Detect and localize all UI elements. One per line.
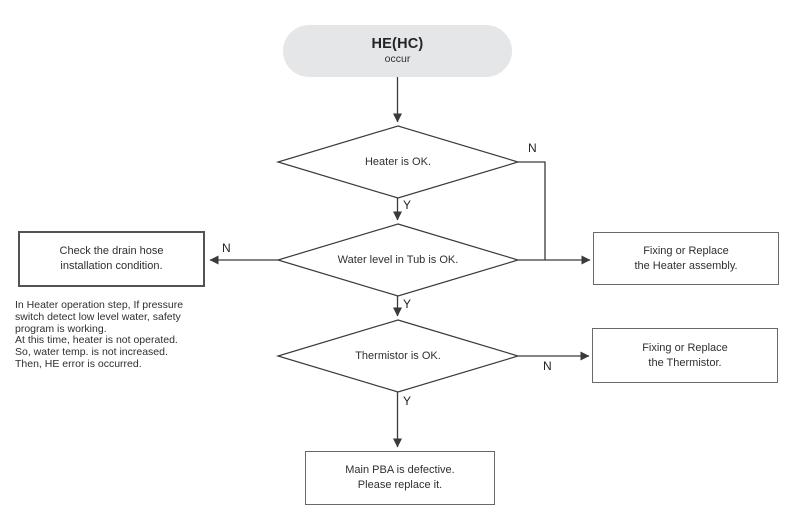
start-title: HE(HC) — [371, 35, 424, 52]
action-check-drain-hose-label: Check the drain hose installation condit… — [59, 245, 164, 272]
decision-heater-label: Heater is OK. — [364, 156, 432, 168]
note-heater-operation: In Heater operation step, If pressure sw… — [15, 299, 184, 370]
action-fix-thermistor: Fixing or Replace the Thermistor. — [592, 328, 778, 383]
label-yes-water: Y — [403, 297, 412, 311]
action-fix-heater-assembly-label: Fixing or Replace the Heater assembly. — [634, 244, 738, 272]
action-replace-main-pba-label: Main PBA is defective. Please replace it… — [345, 464, 455, 491]
decision-water-level: Water level in Tub is OK. — [278, 224, 518, 296]
decision-thermistor: Thermistor is OK. — [278, 320, 518, 392]
action-fix-thermistor-label: Fixing or Replace the Thermistor. — [642, 341, 728, 369]
action-check-drain-hose: Check the drain hose installation condit… — [18, 231, 205, 287]
action-fix-heater-assembly: Fixing or Replace the Heater assembly. — [593, 232, 779, 285]
decision-thermistor-label: Thermistor is OK. — [355, 350, 441, 362]
label-no-heater: N — [528, 141, 537, 155]
action-replace-main-pba: Main PBA is defective. Please replace it… — [305, 451, 495, 505]
label-no-thermistor: N — [543, 359, 552, 373]
start-node-shape — [283, 25, 512, 77]
start-subtitle: occur — [384, 52, 411, 65]
label-yes-thermistor: Y — [403, 394, 412, 408]
edge-heater-no — [518, 161, 546, 260]
decision-water-level-label: Water level in Tub is OK. — [337, 254, 459, 266]
start-node: HE(HC) occur — [283, 25, 512, 77]
label-no-water: N — [222, 241, 231, 255]
decision-heater: Heater is OK. — [278, 126, 518, 198]
label-yes-heater: Y — [403, 198, 412, 212]
